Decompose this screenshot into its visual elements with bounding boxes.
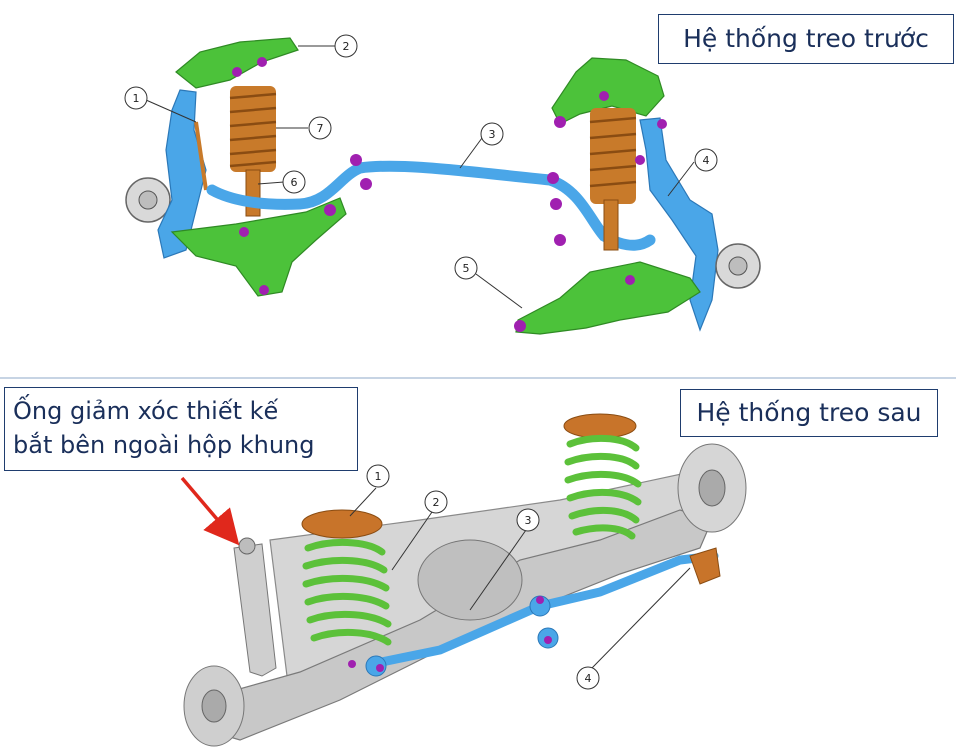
rear-lateral-rod-bracket — [689, 547, 721, 585]
front-suspension: 1 2 3 4 5 6 7 — [124, 34, 761, 335]
svg-text:4: 4 — [585, 672, 592, 685]
front-callout-7: 7 — [308, 116, 332, 140]
rear-bushings — [348, 596, 552, 672]
svg-text:1: 1 — [375, 470, 382, 483]
svg-text:3: 3 — [525, 514, 532, 527]
rear-callout-1: 1 — [366, 464, 390, 488]
front-callout-2: 2 — [334, 34, 358, 58]
front-suspension-title: Hệ thống treo trước — [658, 14, 954, 64]
rear-callout-3: 3 — [516, 508, 540, 532]
rear-right-coil-spring — [563, 413, 642, 540]
note-line-1: Ống giảm xóc thiết kế — [13, 397, 279, 425]
svg-text:1: 1 — [133, 92, 140, 105]
front-callout-4: 4 — [694, 148, 718, 172]
rear-callout-leaders — [349, 487, 691, 669]
front-left-shock — [245, 169, 261, 217]
rear-left-brake-disc — [183, 665, 245, 747]
front-bushings — [232, 57, 667, 332]
front-left-upper-arm — [175, 37, 299, 89]
front-callout-6: 6 — [282, 170, 306, 194]
rear-left-shock — [233, 543, 277, 677]
front-right-hub — [715, 243, 761, 289]
front-right-knuckle — [639, 117, 719, 332]
svg-text:7: 7 — [317, 122, 324, 135]
svg-text:3: 3 — [489, 128, 496, 141]
note-arrow — [180, 476, 240, 546]
svg-text:2: 2 — [433, 496, 440, 509]
front-right-lower-arm — [515, 261, 701, 335]
rear-suspension: 1 2 3 4 — [183, 413, 747, 747]
front-callout-5: 5 — [454, 256, 478, 280]
front-callout-1: 1 — [124, 86, 148, 110]
shock-absorber-note: Ống giảm xóc thiết kế bắt bên ngoài hộp … — [4, 387, 358, 471]
front-left-lower-arm — [170, 197, 347, 297]
front-right-shock — [603, 199, 619, 251]
rear-differential — [417, 539, 523, 621]
front-right-coil-spring — [589, 108, 637, 204]
front-callout-3: 3 — [480, 122, 504, 146]
front-left-coil-spring — [229, 86, 277, 172]
svg-text:6: 6 — [291, 176, 298, 189]
svg-text:2: 2 — [343, 40, 350, 53]
rear-callout-4: 4 — [576, 666, 600, 690]
rear-lateral-rod — [367, 551, 719, 669]
rear-right-brake-disc — [677, 443, 747, 533]
svg-text:5: 5 — [463, 262, 470, 275]
front-stabilizer-link — [194, 121, 208, 191]
rear-suspension-title: Hệ thống treo sau — [680, 389, 938, 437]
front-left-hub — [125, 177, 171, 223]
rear-callout-2: 2 — [424, 490, 448, 514]
note-line-2: bắt bên ngoài hộp khung — [13, 431, 315, 459]
svg-text:4: 4 — [703, 154, 710, 167]
front-callout-leaders — [145, 45, 695, 309]
rear-left-coil-spring — [301, 509, 392, 646]
